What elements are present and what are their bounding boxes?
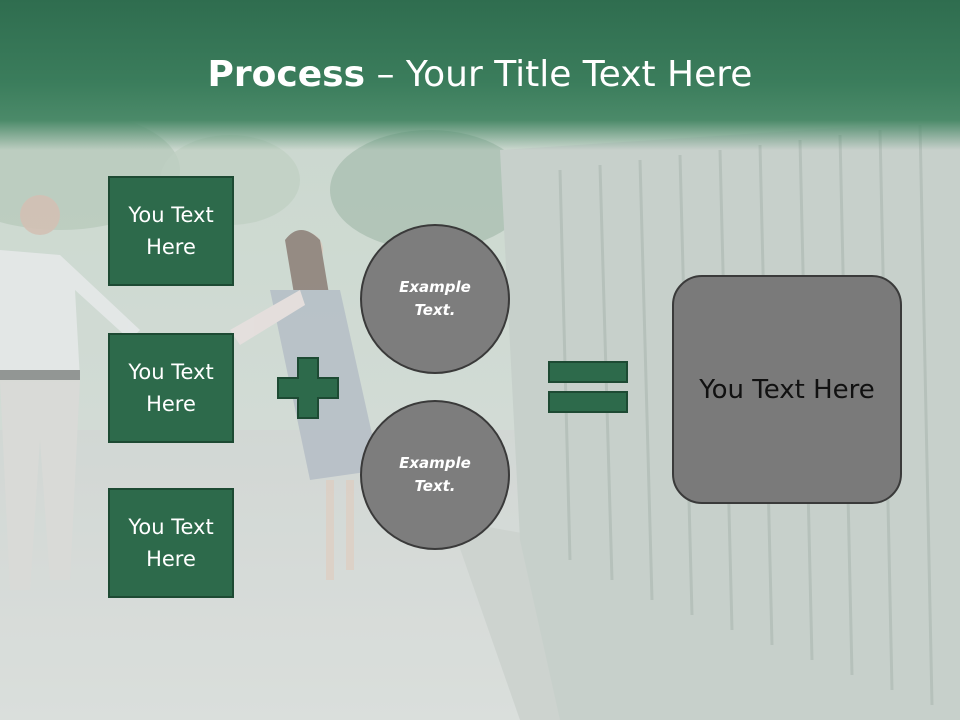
slide-title: Process – Your Title Text Here	[0, 52, 960, 98]
text-box-3-label: You Text Here	[128, 515, 214, 571]
text-box-1[interactable]: You Text Here	[108, 176, 234, 286]
result-box[interactable]: You Text Here	[672, 275, 902, 504]
result-box-label: You Text Here	[699, 374, 875, 405]
example-circle-1[interactable]: Example Text.	[360, 224, 510, 374]
text-box-2[interactable]: You Text Here	[108, 333, 234, 443]
example-circle-2-label: Example Text.	[399, 454, 471, 495]
plus-icon	[277, 357, 339, 419]
text-box-2-label: You Text Here	[128, 360, 214, 416]
text-box-1-label: You Text Here	[128, 203, 214, 259]
example-circle-2[interactable]: Example Text.	[360, 400, 510, 550]
example-circle-1-label: Example Text.	[399, 278, 471, 319]
title-bold: Process	[207, 54, 366, 95]
text-box-3[interactable]: You Text Here	[108, 488, 234, 598]
equals-icon	[548, 361, 628, 413]
title-bar	[0, 0, 960, 150]
title-rest: – Your Title Text Here	[365, 54, 753, 95]
